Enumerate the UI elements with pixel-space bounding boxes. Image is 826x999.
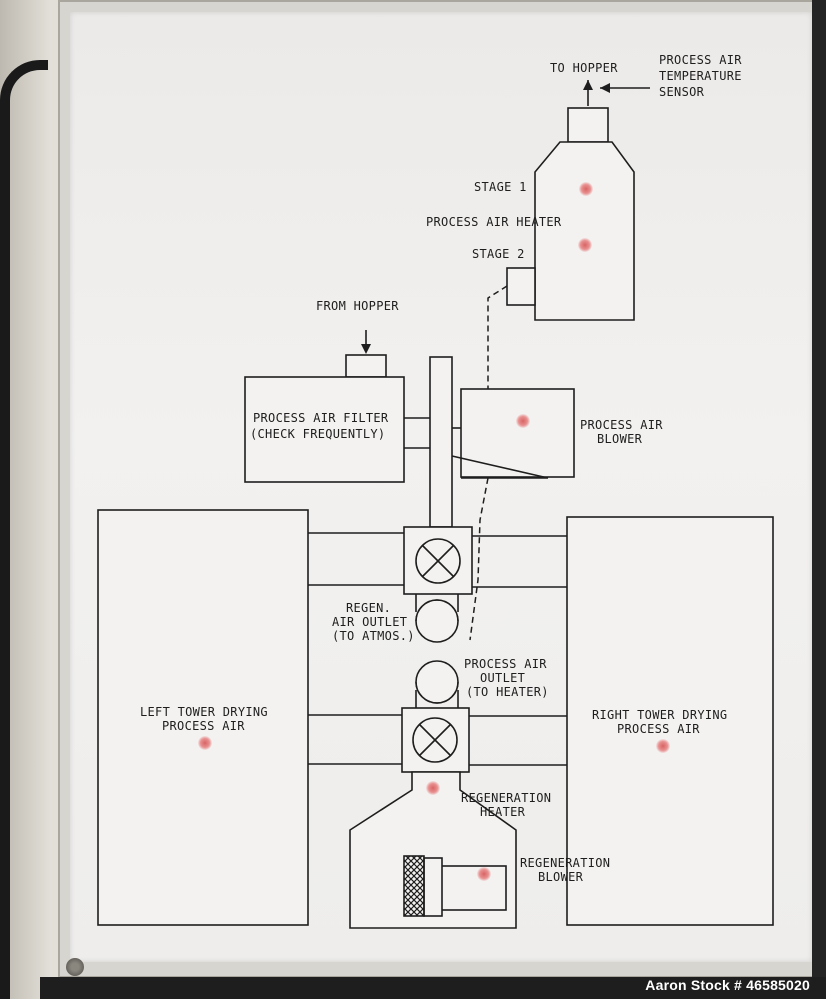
right-tower [566,516,774,926]
regen-air-outlet-port [415,594,459,643]
heater-to-blower-dashed [487,285,508,390]
label-filter-1: PROCESS AIR FILTER [253,411,389,425]
filter-box [244,376,405,483]
label-stage-2: STAGE 2 [472,247,525,261]
regeneration-blower [403,855,507,917]
label-temp-sensor-1: PROCESS AIR [659,53,742,67]
label-blower-1: PROCESS AIR [580,418,663,432]
label-temp-sensor-3: SENSOR [659,85,705,99]
stage1-indicator-lamp [579,182,593,196]
central-duct [429,356,453,528]
process-air-heater [506,107,635,321]
process-air-blower [451,388,575,479]
label-left-tower-2: PROCESS AIR [162,719,245,733]
process-air-filter [244,330,405,483]
filter-inlet-stub [345,354,387,378]
label-regen-heater-1: REGENERATION [461,791,551,805]
blower-box [460,388,575,478]
label-proc-outlet-1: PROCESS AIR [464,657,547,671]
right-tower-indicator-lamp [656,739,670,753]
lower-cross-duct [308,714,567,766]
label-regen-outlet-2: AIR OUTLET [332,615,407,629]
door-gasket-left [0,60,48,999]
heater-body [534,141,635,321]
label-process-air-heater: PROCESS AIR HEATER [426,215,562,229]
door-gasket-right [812,0,826,999]
label-regen-blower-1: REGENERATION [520,856,610,870]
upper-valve [403,526,473,595]
regen-heater-indicator-lamp [426,781,440,795]
label-to-hopper: TO HOPPER [550,61,618,75]
blower-discharge [451,455,549,479]
label-filter-2: (CHECK FREQUENTLY) [250,427,385,441]
label-from-hopper: FROM HOPPER [316,299,399,313]
label-left-tower-1: LEFT TOWER DRYING [140,705,268,719]
left-tower-indicator-lamp [198,736,212,750]
label-stage-1: STAGE 1 [474,180,527,194]
label-blower-2: BLOWER [597,432,643,446]
door-gasket-bottom [40,977,826,999]
process-air-outlet-port [415,660,459,710]
label-regen-outlet-3: (TO ATMOS.) [332,629,415,643]
label-regen-heater-2: HEATER [480,805,526,819]
regen-blower-indicator-lamp [477,867,491,881]
label-regen-outlet-1: REGEN. [346,601,391,615]
label-proc-outlet-3: (TO HEATER) [466,685,549,699]
left-tower [97,509,309,926]
stage2-indicator-lamp [578,238,592,252]
label-proc-outlet-2: OUTLET [480,671,525,685]
upper-cross-duct [308,532,567,588]
label-right-tower-2: PROCESS AIR [617,722,700,736]
blower-to-valve-dashed [469,477,489,641]
to-hopper-arrow [583,80,650,106]
panel-screw [66,958,84,976]
label-right-tower-1: RIGHT TOWER DRYING [592,708,727,722]
watermark: Aaron Stock # 46585020 [645,977,810,993]
heater-outlet-stub [567,107,609,143]
label-regen-blower-2: BLOWER [538,870,584,884]
blower-indicator-lamp [516,414,530,428]
lower-valve [401,707,470,773]
heater-inlet-stub [506,267,536,306]
label-temp-sensor-2: TEMPERATURE [659,69,742,83]
